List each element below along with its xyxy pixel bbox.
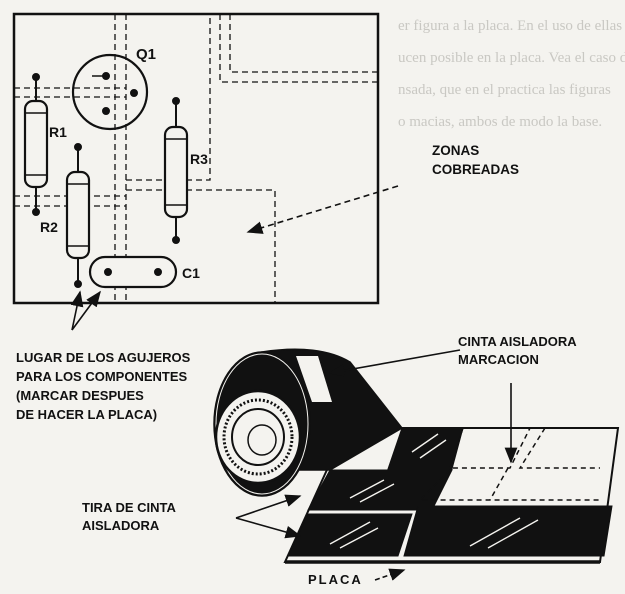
resistor-r2 <box>65 143 91 288</box>
resistor-r3 <box>163 97 189 244</box>
label-r2: R2 <box>40 219 58 235</box>
label-r1: R1 <box>49 124 67 140</box>
faint-text-line-1: er figura a la placa. En el uso de ellas… <box>398 18 625 34</box>
marking-dashed-lines <box>418 427 600 501</box>
tape-roll <box>213 348 404 497</box>
tape-highlights <box>329 433 539 549</box>
tape-strip-arrow-1 <box>235 494 302 519</box>
label-placa: PLACA <box>308 572 363 587</box>
tape-strip-arrow-2 <box>235 517 302 539</box>
label-marcacion: MARCACION <box>458 352 539 367</box>
transistor-q1 <box>71 53 149 131</box>
copper-zone-arrow <box>246 185 399 234</box>
label-tira-de-cinta: TIRA DE CINTA <box>82 500 176 515</box>
holes-arrow-1 <box>70 290 84 331</box>
pcb-layout <box>12 12 399 331</box>
label-zonas: ZONAS <box>432 143 479 158</box>
insulating-tape-strips <box>287 427 613 557</box>
label-holes-line-4: DE HACER LA PLACA) <box>16 407 157 422</box>
holes-arrow-2 <box>71 290 101 331</box>
label-cobreadas: COBREADAS <box>432 162 519 177</box>
label-holes-line-3: (MARCAR DESPUES <box>16 388 144 403</box>
label-q1: Q1 <box>136 46 156 63</box>
label-c1: C1 <box>182 265 200 281</box>
tape-diagram <box>213 348 620 581</box>
label-r3: R3 <box>190 151 208 167</box>
label-holes-line-2: PARA LOS COMPONENTES <box>16 369 188 384</box>
label-cinta-aisladora: CINTA AISLADORA <box>458 334 577 349</box>
resistor-r1 <box>23 73 49 216</box>
label-holes-line-1: LUGAR DE LOS AGUJEROS <box>16 350 191 365</box>
component-labels: Q1 R1 R2 R3 C1 <box>40 46 208 281</box>
placa-arrow <box>374 568 406 581</box>
faint-text-line-2: ucen posible en la placa. Vea el caso de… <box>398 50 625 66</box>
tape-roll-arrow <box>328 349 461 377</box>
pcb-board-outline <box>12 12 380 305</box>
background-faint-text: er figura a la placa. En el uso de ellas… <box>398 18 625 130</box>
copper-zone-boundaries <box>14 14 378 303</box>
capacitor-c1 <box>88 255 178 289</box>
faint-text-line-3: nsada, que en el practica las figuras <box>398 82 611 98</box>
faint-text-line-4: o macias, ambos de modo la base. <box>398 114 602 130</box>
label-aisladora: AISLADORA <box>82 518 160 533</box>
